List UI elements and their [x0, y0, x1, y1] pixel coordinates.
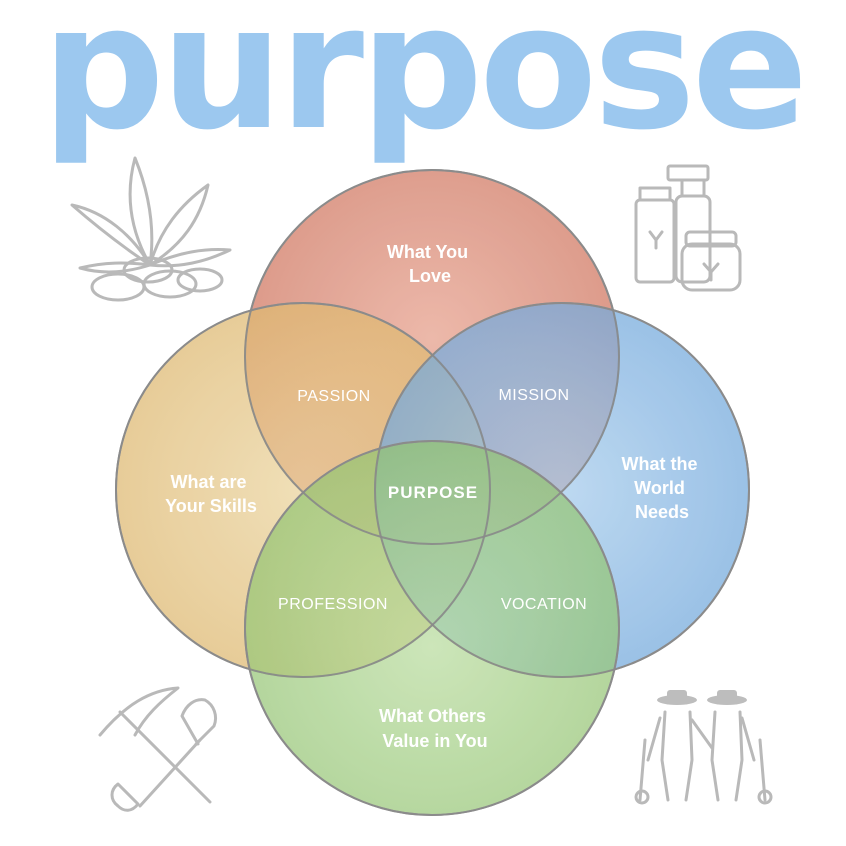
- label-what-others-value-in-you: What Others Value in You: [379, 706, 491, 751]
- pickaxe-shovel-icon: [98, 686, 218, 812]
- label-what-you-love: What You Love: [387, 242, 473, 286]
- label-what-are-your-skills: What are Your Skills: [165, 472, 257, 516]
- label-what-the-world-needs: What the World Needs: [621, 454, 702, 522]
- label-purpose-center: PURPOSE: [388, 483, 478, 502]
- label-mission: MISSION: [498, 387, 569, 404]
- label-profession: PROFESSION: [278, 596, 388, 613]
- hemp-leaf-seeds-icon: [70, 156, 232, 302]
- farmers-icon: [634, 690, 773, 805]
- label-vocation: VOCATION: [501, 596, 587, 613]
- page-title: purpose: [41, 0, 809, 168]
- label-passion: PASSION: [297, 388, 370, 405]
- cosmetic-products-icon: [634, 164, 742, 292]
